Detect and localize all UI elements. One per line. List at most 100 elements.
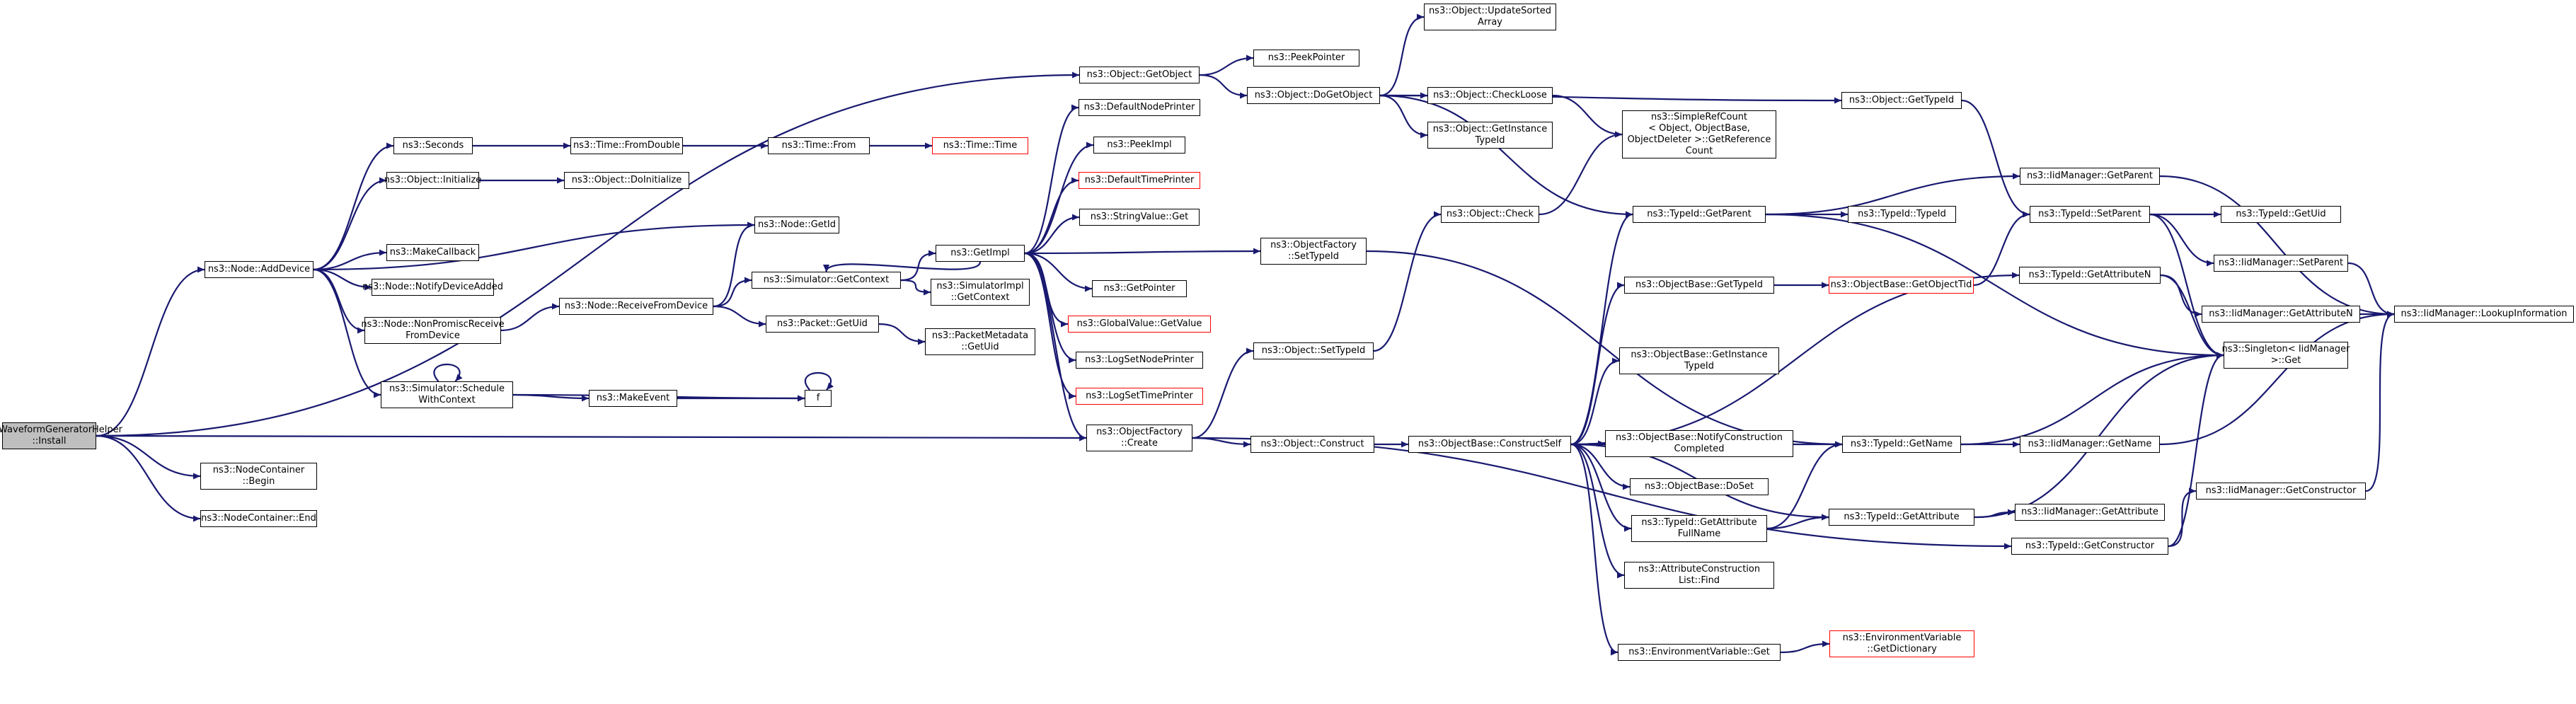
node-obj-getobject[interactable]: ns3::Object::GetObject <box>1079 67 1200 83</box>
node-iidm-setparent[interactable]: ns3::IidManager::SetParent <box>2214 255 2348 272</box>
node-time-from[interactable]: ns3::Time::From <box>768 137 870 154</box>
edge-objbase-getobjecttid-to-typeid-setparent <box>1973 213 2030 287</box>
node-objfactory-settypeid[interactable]: ns3::ObjectFactory::SetTypeId <box>1260 238 1367 265</box>
edge-getimpl-to-peekimpl-arrowhead <box>1086 142 1093 149</box>
node-label-line: ns3::WaveformGeneratorHelper <box>0 425 123 435</box>
node-obj-initialize[interactable]: ns3::Object::Initialize <box>384 172 481 189</box>
node-envvar-get[interactable]: ns3::EnvironmentVariable::Get <box>1618 644 1781 661</box>
edge-typeid-getparent-to-iidm-getparent <box>1765 175 2020 216</box>
node-objfactory-create[interactable]: ns3::ObjectFactory::Create <box>1086 425 1192 451</box>
node-iidm-getname[interactable]: ns3::IidManager::GetName <box>2020 436 2160 453</box>
edge-obj-gettypeid-to-typeid-setparent <box>1961 99 2030 216</box>
node-peekimpl[interactable]: ns3::PeekImpl <box>1093 137 1185 154</box>
node-obj-gettypeid[interactable]: ns3::Object::GetTypeId <box>1841 92 1962 109</box>
node-obj-checkloose[interactable]: ns3::Object::CheckLoose <box>1427 87 1553 104</box>
edge-iidm-getconstructor-to-iidm-lookup <box>2365 313 2395 492</box>
edge-f-to-f-arrowhead <box>827 382 834 390</box>
node-time-time[interactable]: ns3::Time::Time <box>932 137 1028 154</box>
edge-add-device-to-obj-initialize <box>313 179 387 271</box>
node-typeid-getname[interactable]: ns3::TypeId::GetName <box>1842 436 1961 453</box>
node-iidm-getparent[interactable]: ns3::IidManager::GetParent <box>2020 168 2160 185</box>
node-receive-from-device[interactable]: ns3::Node::ReceiveFromDevice <box>559 298 713 315</box>
edge-iidm-getname-to-iidm-lookup <box>2159 313 2395 446</box>
edge-nonpromisc-to-receive-from-device-arrowhead <box>552 303 559 310</box>
node-seconds[interactable]: ns3::Seconds <box>393 137 473 154</box>
node-typeid-getconstructor[interactable]: ns3::TypeId::GetConstructor <box>2011 538 2168 555</box>
node-singleton-get[interactable]: ns3::Singleton< IidManager>::Get <box>2222 342 2350 369</box>
node-typeid-getattribute[interactable]: ns3::TypeId::GetAttribute <box>1829 509 1974 526</box>
node-sim-getcontext[interactable]: ns3::Simulator::GetContext <box>752 272 901 289</box>
node-globalvalue-getvalue[interactable]: ns3::GlobalValue::GetValue <box>1068 316 1211 333</box>
node-f[interactable]: f <box>805 390 832 407</box>
node-objbase-doset[interactable]: ns3::ObjectBase::DoSet <box>1630 478 1769 495</box>
node-label-line: Array <box>1477 17 1502 28</box>
edge-add-device-to-seconds-arrowhead <box>386 142 393 149</box>
node-obj-construct[interactable]: ns3::Object::Construct <box>1250 436 1374 453</box>
edge-receive-from-device-to-node-getid-arrowhead <box>747 221 754 229</box>
node-envvar-getdictionary[interactable]: ns3::EnvironmentVariable::GetDictionary <box>1829 630 1974 657</box>
edge-obj-getobject-to-obj-dogetobject <box>1199 74 1248 97</box>
node-iidm-getattribute[interactable]: ns3::IidManager::GetAttribute <box>2015 504 2165 521</box>
edge-waveform-install-to-nc-begin-arrowhead <box>193 473 200 480</box>
edge-obj-dogetobject-to-obj-getinstance-typeid <box>1379 94 1428 137</box>
node-getpointer[interactable]: ns3::GetPointer <box>1092 280 1187 297</box>
edge-objbase-constructself-to-envvar-get-arrowhead <box>1611 649 1618 656</box>
node-iidm-getconstructor[interactable]: ns3::IidManager::GetConstructor <box>2196 483 2366 500</box>
node-node-getid[interactable]: ns3::Node::GetId <box>754 217 839 233</box>
node-logset-node-printer[interactable]: ns3::LogSetNodePrinter <box>1076 352 1203 369</box>
node-objbase-constructself[interactable]: ns3::ObjectBase::ConstructSelf <box>1408 436 1571 453</box>
node-objbase-getobjecttid[interactable]: ns3::ObjectBase::GetObjectTid <box>1829 277 1974 294</box>
node-default-time-printer[interactable]: ns3::DefaultTimePrinter <box>1079 172 1200 189</box>
node-typeid-setparent[interactable]: ns3::TypeId::SetParent <box>2030 206 2150 223</box>
node-typeid-getuid[interactable]: ns3::TypeId::GetUid <box>2221 206 2341 223</box>
node-label-line: ns3::TypeId::GetAttribute <box>1641 517 1757 528</box>
node-time-fromdouble[interactable]: ns3::Time::FromDouble <box>570 137 683 154</box>
edge-obj-gettypeid-to-typeid-setparent-arrowhead <box>2023 211 2030 218</box>
node-label-line: ns3::IidManager::LookupInformation <box>2400 308 2568 319</box>
edge-make-event-to-f-arrowhead <box>798 395 805 402</box>
node-nc-end[interactable]: ns3::NodeContainer::End <box>200 510 317 527</box>
node-add-device[interactable]: ns3::Node::AddDevice <box>205 261 314 278</box>
node-label-line: ns3::Object::Check <box>1446 209 1534 219</box>
node-getimpl[interactable]: ns3::GetImpl <box>936 245 1025 262</box>
node-iidm-getattributen[interactable]: ns3::IidManager::GetAttributeN <box>2202 306 2360 323</box>
node-typeid-getparent[interactable]: ns3::TypeId::GetParent <box>1633 206 1766 223</box>
node-iidm-lookup[interactable]: ns3::IidManager::LookupInformation <box>2394 306 2574 323</box>
node-make-event[interactable]: ns3::MakeEvent <box>589 390 677 407</box>
node-simple-refcount[interactable]: ns3::SimpleRefCount< Object, ObjectBase,… <box>1622 110 1776 158</box>
node-obj-doinitialize[interactable]: ns3::Object::DoInitialize <box>564 172 689 189</box>
node-notify-device-added[interactable]: ns3::Node::NotifyDeviceAdded <box>362 279 503 296</box>
node-typeid-typeid[interactable]: ns3::TypeId::TypeId <box>1848 206 1956 223</box>
node-typeid-getattributen[interactable]: ns3::TypeId::GetAttributeN <box>2019 267 2161 284</box>
node-obj-settypeid[interactable]: ns3::Object::SetTypeId <box>1253 342 1374 359</box>
node-make-callback[interactable]: ns3::MakeCallback <box>386 244 479 261</box>
node-label-line: < Object, ObjectBase, <box>1648 123 1750 134</box>
node-obj-check[interactable]: ns3::Object::Check <box>1441 206 1539 223</box>
edge-objbase-constructself-to-objbase-getinstance-typeid <box>1570 359 1620 446</box>
node-default-node-printer[interactable]: ns3::DefaultNodePrinter <box>1079 99 1200 116</box>
node-simimpl-getcontext[interactable]: ns3::SimulatorImpl::GetContext <box>931 279 1030 306</box>
node-peekpointer[interactable]: ns3::PeekPointer <box>1253 50 1359 67</box>
node-packetmeta-getuid[interactable]: ns3::PacketMetadata::GetUid <box>925 328 1035 355</box>
node-nc-begin[interactable]: ns3::NodeContainer::Begin <box>200 463 317 490</box>
node-stringvalue-get[interactable]: ns3::StringValue::Get <box>1079 209 1200 226</box>
edge-getimpl-to-sim-getcontext-arrowhead <box>823 265 829 272</box>
node-obj-dogetobject[interactable]: ns3::Object::DoGetObject <box>1247 87 1380 104</box>
edge-typeid-setparent-to-iidm-setparent-arrowhead <box>2207 260 2214 267</box>
edge-getimpl-to-sim-getcontext <box>825 261 982 272</box>
edge-objbase-constructself-to-typeid-getattr-fullname-arrowhead <box>1624 525 1631 532</box>
edge-obj-settypeid-to-obj-check <box>1373 213 1442 352</box>
node-logset-time-printer[interactable]: ns3::LogSetTimePrinter <box>1076 388 1203 405</box>
edge-obj-checkloose-to-simple-refcount <box>1552 94 1623 136</box>
node-label-line: ns3::TypeId::GetAttribute <box>1844 512 1960 522</box>
node-packet-getuid[interactable]: ns3::Packet::GetUid <box>766 316 879 333</box>
node-objbase-gettypeid[interactable]: ns3::ObjectBase::GetTypeId <box>1624 277 1774 294</box>
